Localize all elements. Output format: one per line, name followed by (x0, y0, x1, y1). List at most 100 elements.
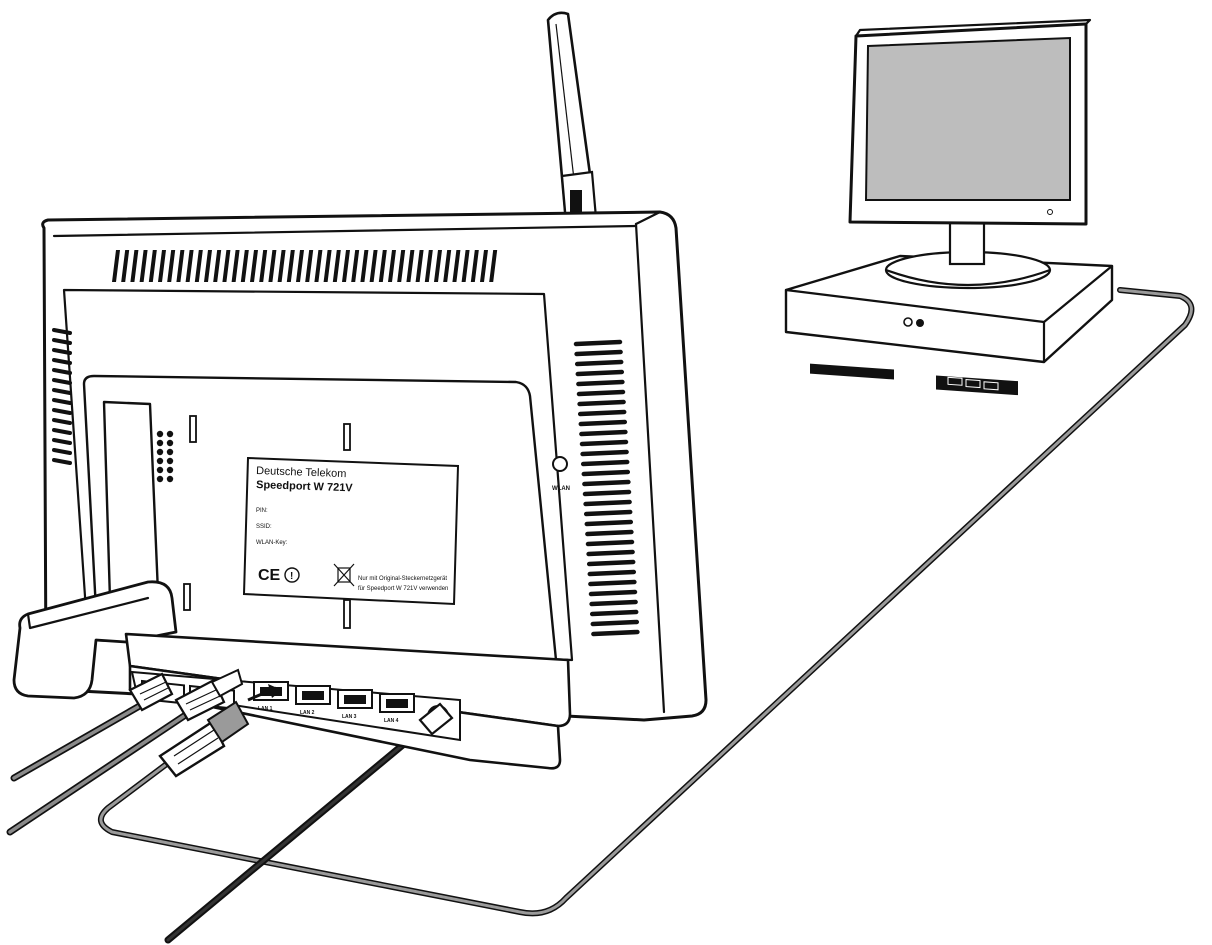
vent-slot (578, 419, 628, 427)
vent-slot (52, 438, 72, 445)
status-led-icon (156, 475, 164, 483)
status-led-icon (156, 457, 164, 465)
vent-slot (121, 250, 130, 282)
label-brand: Deutsche Telekom (256, 465, 347, 480)
label-note-2: für Speedport W 721V verwenden (358, 586, 448, 592)
vent-slot (52, 368, 72, 375)
svg-text:!: ! (290, 571, 293, 582)
vent-slot (577, 409, 627, 417)
vent-slot (240, 250, 249, 282)
status-led-icon (166, 475, 174, 483)
status-led-icon (166, 439, 174, 447)
vent-slot (585, 529, 634, 537)
vent-slot (250, 250, 258, 282)
dsl-connector (128, 672, 174, 712)
vent-slot (378, 250, 387, 282)
vent-slot (148, 250, 157, 282)
desktop-computer (784, 18, 1114, 396)
vent-slot (277, 250, 286, 282)
vent-slot (579, 429, 628, 437)
vent-slot (582, 479, 631, 487)
power-button-icon (903, 317, 913, 327)
vent-slot (591, 629, 640, 637)
vent-slot (52, 358, 72, 365)
vent-slot (575, 369, 625, 377)
vent-slot (351, 250, 360, 282)
status-led-icon (156, 439, 164, 447)
ce-mark-icon: CE (258, 567, 281, 584)
vent-slot (52, 458, 72, 465)
vent-slot (588, 589, 638, 597)
lan-port-label: LAN 2 (300, 710, 315, 716)
vent-slot (461, 250, 470, 282)
vent-slot (489, 250, 498, 282)
phone-connector (174, 668, 244, 722)
vent-slot (406, 250, 415, 282)
vent-slot (574, 359, 624, 367)
status-led-icon (166, 466, 174, 474)
vent-slot (580, 459, 630, 467)
vent-slot (52, 378, 72, 385)
vent-slot (305, 250, 314, 282)
vent-slot (222, 250, 231, 282)
vent-slot (130, 250, 139, 282)
router-stand (12, 580, 178, 700)
label-note-1: Nur mit Original-Steckernetzgerät (358, 576, 447, 582)
vent-slot (586, 559, 636, 567)
vent-slot (342, 250, 350, 282)
lan-connector (158, 684, 282, 778)
vent-slot (194, 250, 203, 282)
vent-slot (470, 250, 479, 282)
vent-slot (434, 250, 442, 282)
vent-slot (167, 250, 176, 282)
vent-slot (52, 418, 72, 425)
label-field-ssid: SSID: (256, 524, 272, 530)
vent-slot (580, 449, 629, 457)
lan-port-socket (302, 691, 324, 700)
vent-slot (360, 250, 369, 282)
vent-slot (573, 339, 623, 347)
vent-slot (588, 579, 637, 587)
lan-port-label: LAN 3 (342, 714, 357, 720)
power-connector (418, 702, 454, 736)
wlan-button-label: WLAN (552, 486, 570, 492)
vent-slot (590, 619, 640, 627)
vent-slot (586, 549, 635, 557)
vent-slot (332, 250, 341, 282)
type-label: Deutsche Telekom Speedport W 721V PIN: S… (242, 456, 460, 606)
vent-slot (424, 250, 433, 282)
vent-slot (576, 379, 625, 387)
vent-slot (52, 388, 72, 395)
vent-slot (52, 398, 72, 405)
vent-slot (204, 250, 212, 282)
vent-slot (52, 428, 72, 435)
weee-bin-icon (333, 563, 355, 587)
wlan-button[interactable]: WLAN (552, 456, 570, 492)
status-led-icon (166, 457, 174, 465)
vent-slot (52, 408, 72, 415)
vent-slot (259, 250, 268, 282)
vent-slot (585, 539, 635, 547)
lan-port-label: LAN 1 (258, 706, 273, 712)
vent-slot (579, 439, 629, 447)
status-led-icon (166, 430, 174, 438)
cables (6, 287, 1195, 944)
vent-slot (158, 250, 166, 282)
router: Deutsche Telekom Speedport W 721V PIN: S… (12, 11, 708, 778)
vent-slot (576, 389, 626, 397)
vent-slot (589, 609, 639, 617)
vent-slot (112, 250, 120, 282)
vent-slot (231, 250, 240, 282)
label-field-pin: PIN: (256, 508, 268, 514)
vent-slot (369, 250, 378, 282)
label-field-key: WLAN-Key: (256, 540, 288, 546)
vent-slot (583, 509, 633, 517)
label-model: Speedport W 721V (256, 479, 354, 494)
vent-slot (139, 250, 148, 282)
side-vent (573, 339, 640, 637)
vent-slot (582, 489, 632, 497)
drive-slot-icon (810, 363, 894, 380)
status-led-icon (156, 448, 164, 456)
vent-slot (323, 250, 332, 282)
